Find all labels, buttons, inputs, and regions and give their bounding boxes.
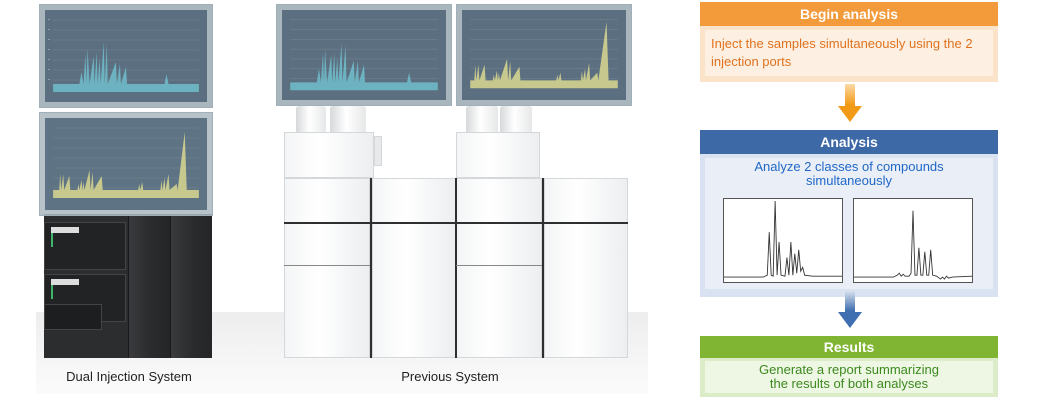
- chromatogram-yellow: [53, 127, 199, 198]
- step-title: Analysis: [700, 130, 998, 154]
- chromatogram-cyan: [48, 19, 199, 92]
- chromatogram-class-2: [853, 198, 973, 283]
- chromatogram-cyan: [290, 19, 438, 91]
- control-panel: [44, 222, 126, 270]
- caption-previous-system: Previous System: [401, 369, 499, 384]
- chromatogram-monitor-cyan: [39, 4, 213, 108]
- step-description-line2: simultaneously: [806, 173, 892, 188]
- chromatogram-monitor-cyan-previous: [276, 4, 452, 106]
- step-description: Inject the samples simultaneously using …: [705, 30, 993, 76]
- caption-dual-injection: Dual Injection System: [66, 369, 192, 384]
- chromatogram-monitor-yellow-previous: [456, 4, 632, 106]
- step-title: Begin analysis: [700, 2, 998, 26]
- down-arrow-icon: [838, 290, 862, 328]
- step-title: Results: [700, 336, 998, 358]
- step-description-line1: Generate a report summarizing: [759, 362, 939, 377]
- step-results: Results Generate a report summarizing th…: [700, 336, 998, 397]
- chromatogram-monitor-yellow: [39, 112, 213, 216]
- step-begin-analysis: Begin analysis Inject the samples simult…: [700, 2, 998, 82]
- chromatogram-yellow: [470, 19, 618, 89]
- step-description-line2: the results of both analyses: [769, 376, 929, 391]
- step-analysis: Analysis Analyze 2 classes of compounds …: [700, 130, 998, 297]
- chromatogram-class-1: [723, 198, 843, 283]
- down-arrow-icon: [838, 84, 862, 122]
- step-description-line1: Analyze 2 classes of compounds: [754, 159, 944, 174]
